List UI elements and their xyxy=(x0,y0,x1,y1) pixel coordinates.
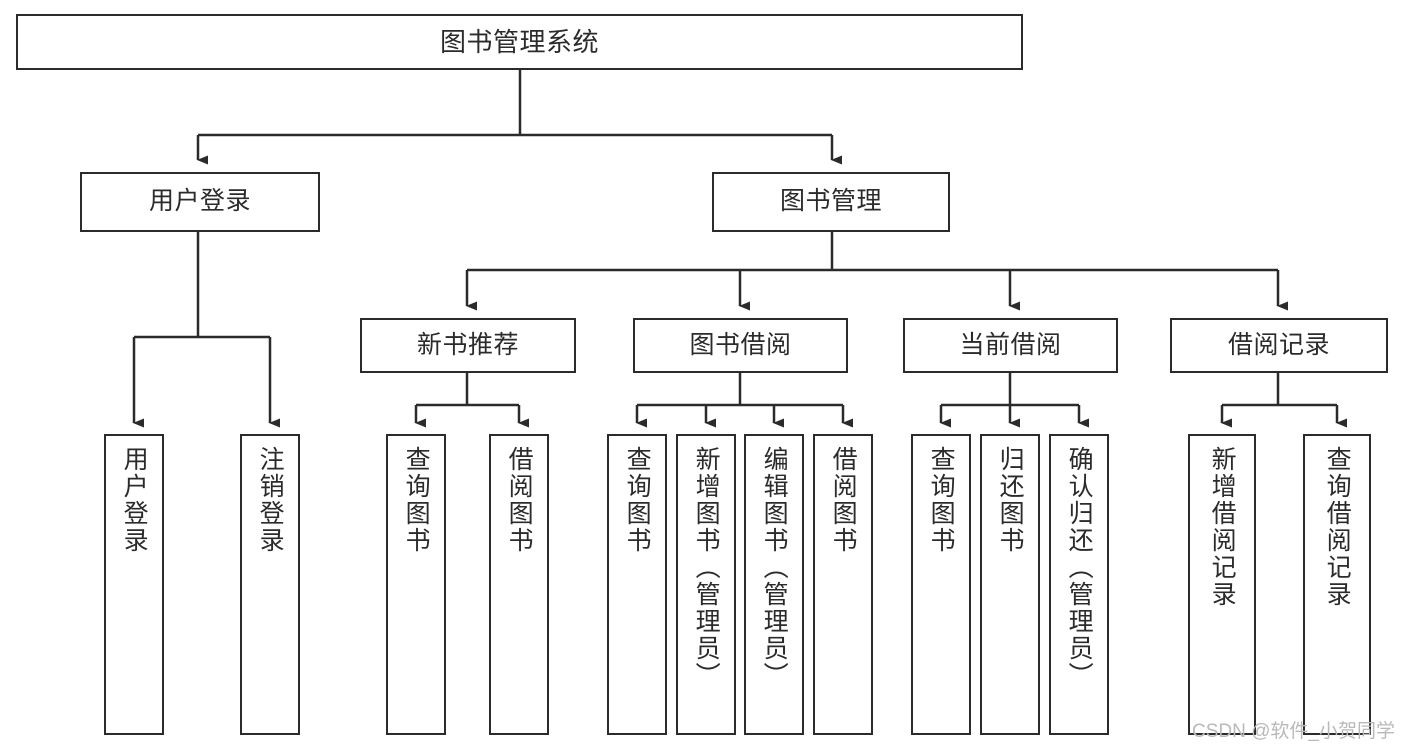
node-leaf-user-logout-label: 注销登录 xyxy=(256,446,285,554)
node-leaf-user-logout[interactable]: 注销登录 xyxy=(240,434,300,735)
node-leaf-query-book-1-label: 查询图书 xyxy=(402,446,431,554)
node-leaf-query-book-3-label: 查询图书 xyxy=(927,446,956,554)
node-leaf-borrow-book-1[interactable]: 借阅图书 xyxy=(489,434,549,735)
node-leaf-edit-book-label: 编辑图书（管理员） xyxy=(760,446,789,689)
node-book-borrow-label: 图书借阅 xyxy=(689,330,792,359)
node-new-book-recommend[interactable]: 新书推荐 xyxy=(360,318,576,373)
node-leaf-query-book-2[interactable]: 查询图书 xyxy=(607,434,667,735)
node-leaf-query-record-label: 查询借阅记录 xyxy=(1323,446,1352,608)
node-leaf-borrow-book-2-label: 借阅图书 xyxy=(829,446,858,554)
node-leaf-query-record[interactable]: 查询借阅记录 xyxy=(1303,434,1371,735)
node-leaf-user-login-label: 用户登录 xyxy=(120,446,149,554)
node-leaf-confirm-return[interactable]: 确认归还（管理员） xyxy=(1049,434,1109,735)
node-leaf-edit-book[interactable]: 编辑图书（管理员） xyxy=(744,434,804,735)
node-leaf-return-book-label: 归还图书 xyxy=(996,446,1025,554)
node-borrow-record[interactable]: 借阅记录 xyxy=(1170,318,1388,373)
node-root[interactable]: 图书管理系统 xyxy=(16,14,1023,70)
node-current-borrow[interactable]: 当前借阅 xyxy=(903,318,1118,373)
node-book-borrow[interactable]: 图书借阅 xyxy=(633,318,848,373)
node-leaf-query-book-3[interactable]: 查询图书 xyxy=(911,434,971,735)
node-leaf-confirm-return-label: 确认归还（管理员） xyxy=(1065,446,1094,689)
node-leaf-return-book[interactable]: 归还图书 xyxy=(980,434,1040,735)
node-leaf-borrow-book-1-label: 借阅图书 xyxy=(505,446,534,554)
node-leaf-user-login[interactable]: 用户登录 xyxy=(104,434,164,735)
node-leaf-add-book[interactable]: 新增图书（管理员） xyxy=(676,434,736,735)
node-leaf-query-book-1[interactable]: 查询图书 xyxy=(386,434,446,735)
node-leaf-add-record-label: 新增借阅记录 xyxy=(1208,446,1237,608)
node-leaf-query-book-2-label: 查询图书 xyxy=(623,446,652,554)
node-root-label: 图书管理系统 xyxy=(439,26,599,57)
node-user-login[interactable]: 用户登录 xyxy=(80,172,320,232)
node-new-book-recommend-label: 新书推荐 xyxy=(416,330,519,359)
node-leaf-borrow-book-2[interactable]: 借阅图书 xyxy=(813,434,873,735)
watermark: CSDN @软件_小贺同学 xyxy=(1192,721,1395,742)
node-book-manage[interactable]: 图书管理 xyxy=(712,172,950,232)
node-borrow-record-label: 借阅记录 xyxy=(1227,330,1330,359)
node-user-login-label: 用户登录 xyxy=(148,187,251,216)
node-book-manage-label: 图书管理 xyxy=(779,187,882,216)
node-leaf-add-record[interactable]: 新增借阅记录 xyxy=(1188,434,1256,735)
node-leaf-add-book-label: 新增图书（管理员） xyxy=(692,446,721,689)
node-current-borrow-label: 当前借阅 xyxy=(959,330,1062,359)
